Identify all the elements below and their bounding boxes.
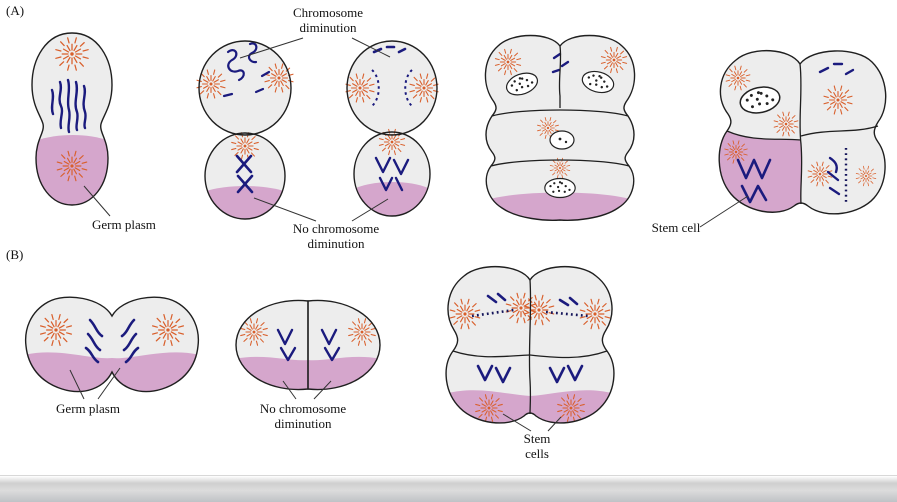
chromosomes [476,292,584,384]
chromosomes [50,78,87,134]
chromosomes [736,158,772,204]
figure-a2-two-cell [191,40,300,220]
metaphase-plate [545,310,589,318]
chromosomes [235,154,254,194]
label-chromosome-diminution: Chromosome diminution [292,5,364,36]
germ-plasm-region [25,352,199,392]
chromosomes [826,156,841,196]
nucleus-icon [549,130,575,150]
panel-a-label: (A) [6,3,25,18]
label-germ-plasm-b: Germ plasm [56,401,120,416]
chromosomes [84,318,140,364]
figure-b1-zygote [24,296,200,393]
chromosomes [374,156,410,192]
label-germ-plasm-a: Germ plasm [92,217,156,232]
label-no-chromosome-diminution-a: No chromosome diminution [292,221,380,252]
eliminated-chromatin [818,62,855,76]
eliminated-chromatin [551,52,570,74]
eliminated-chromatin [222,42,271,98]
window-bottom-bar [0,475,897,502]
figure-a1-zygote [31,30,113,206]
germ-plasm-region [356,182,428,216]
figure-b2-two-cell [230,299,386,391]
chromosomes [276,328,341,362]
figure-b3-four-cell [438,265,622,436]
diminution-arcs [371,69,413,107]
leader-lines [69,37,749,432]
label-stem-cell: Stem cell [651,220,701,235]
diminished-nucleus-icon [544,177,576,199]
cell-walls [490,45,630,167]
cell-walls [452,279,608,415]
metaphase-plate [471,308,515,318]
figure-a5-four-cell-late [718,49,887,215]
figure-a4-four-cell [484,34,636,221]
cell-walls [726,63,879,205]
label-no-chromosome-diminution-b: No chromosome diminution [259,401,347,432]
figure-a3-two-cell-late [340,40,445,217]
panel-b-label: (B) [6,247,24,262]
label-stem-cells: Stem cells [523,431,551,462]
